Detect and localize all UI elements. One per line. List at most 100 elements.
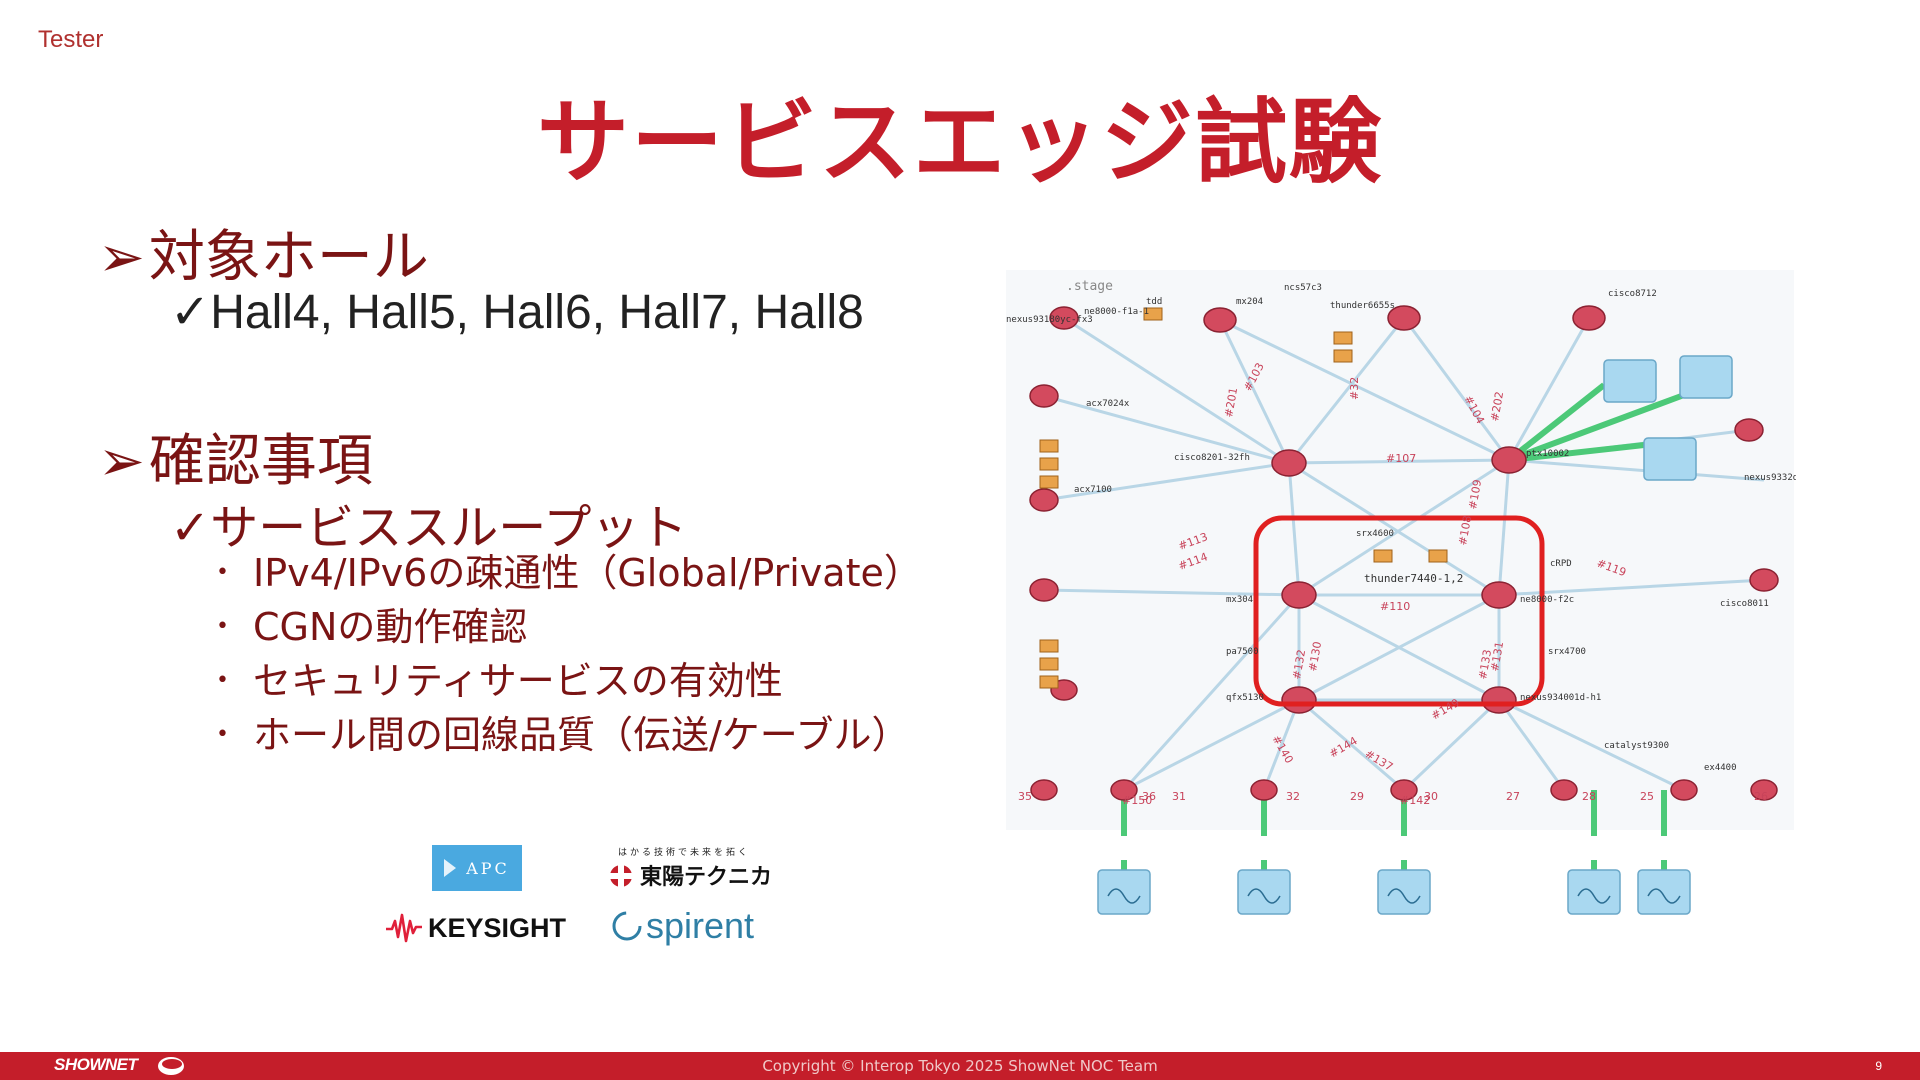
svg-text:#110: #110 <box>1380 600 1410 613</box>
highlight-box <box>1253 515 1545 707</box>
spirent-logo-text: spirent <box>646 905 755 946</box>
svg-text:30: 30 <box>1424 790 1438 803</box>
diagram-testers <box>1603 355 1733 481</box>
list-item: •セキュリティサービスの有効性 <box>216 654 922 708</box>
svg-text:29: 29 <box>1350 790 1364 803</box>
section-tag: Tester <box>38 26 104 53</box>
page-title: サービスエッジ試験 <box>536 89 1383 196</box>
copyright-text: Copyright © Interop Tokyo 2025 ShowNet N… <box>762 1057 1158 1075</box>
keysight-logo: KEYSIGHT <box>386 910 566 946</box>
svg-text:#108: #108 <box>1456 515 1474 547</box>
svg-text:thunder6655s: thunder6655s <box>1330 301 1395 311</box>
list-item-text: ホール間の回線品質（伝送/ケーブル） <box>252 713 910 757</box>
svg-text:26: 26 <box>1754 790 1768 803</box>
check-icon: ✓ <box>170 286 211 339</box>
svg-text:pa7500: pa7500 <box>1226 647 1259 657</box>
list-item-text: セキュリティサービスの有効性 <box>252 659 783 703</box>
svg-text:#132: #132 <box>1290 649 1308 681</box>
diagram-node-labels: mx204 ncs57c3 cisco8712 thunder6655s tdd… <box>1006 279 1796 773</box>
svg-text:srx4600: srx4600 <box>1356 529 1394 539</box>
diagram-appliances <box>1039 307 1448 689</box>
shownet-mark-icon <box>158 1057 184 1075</box>
svg-text:ptx10002: ptx10002 <box>1526 449 1569 459</box>
tester-device-icon <box>1637 869 1691 915</box>
svg-text:32: 32 <box>1286 790 1300 803</box>
svg-text:nexus93180yc-fx3: nexus93180yc-fx3 <box>1006 315 1093 325</box>
check-icon: ✓ <box>170 500 211 556</box>
tester-device-icon <box>1237 869 1291 915</box>
bullet-icon: • <box>216 560 229 585</box>
apc-logo: APC <box>432 845 522 891</box>
svg-text:31: 31 <box>1172 790 1186 803</box>
svg-text:ne8000-f1a-1: ne8000-f1a-1 <box>1084 307 1149 317</box>
svg-text:28: 28 <box>1582 790 1596 803</box>
bullet-icon: • <box>216 722 229 747</box>
diagram-highlight-links <box>1121 382 1686 836</box>
toyo-logo-text: 東陽テクニカ <box>640 865 773 890</box>
svg-text:#142: #142 <box>1400 794 1430 807</box>
heading-text: 確認事項 <box>148 429 373 494</box>
arrow-bullet-icon: ➢ <box>98 225 145 290</box>
toyo-mark-icon <box>606 865 636 887</box>
list-item-text: IPv4/IPv6の疎通性（Global/Private） <box>252 551 922 595</box>
arrow-bullet-icon: ➢ <box>98 429 145 494</box>
check-item-throughput: ✓サービススループット <box>170 488 687 558</box>
svg-text:#202: #202 <box>1488 391 1506 423</box>
hall-list: ✓Hall4, Hall5, Hall6, Hall7, Hall8 <box>170 284 864 340</box>
toyo-tagline: はかる技術で未来を拓く <box>618 848 751 858</box>
svg-text:#130: #130 <box>1306 641 1324 673</box>
svg-text:#107: #107 <box>1386 452 1416 465</box>
page-number: 9 <box>1875 1059 1882 1073</box>
list-item: • IPv4/IPv6の疎通性（Global/Private） <box>216 546 922 600</box>
svg-text:#109: #109 <box>1466 479 1484 511</box>
svg-text:27: 27 <box>1506 790 1520 803</box>
svg-text:acx7024x: acx7024x <box>1086 399 1130 409</box>
svg-text:ncs57c3: ncs57c3 <box>1284 283 1322 293</box>
shownet-logo-text: SHOWNET <box>54 1055 138 1074</box>
check-item-text: サービススループット <box>210 500 688 556</box>
svg-text:srx4700: srx4700 <box>1548 647 1586 657</box>
svg-text:cRPD: cRPD <box>1550 559 1572 569</box>
tester-devices <box>1097 860 1691 915</box>
heading-target-halls: ➢対象ホール <box>98 212 429 293</box>
list-item: • CGNの動作確認 <box>216 600 922 654</box>
heading-text: 対象ホール <box>148 225 429 290</box>
diagram-routers <box>1029 305 1779 801</box>
svg-text:35: 35 <box>1018 790 1032 803</box>
tester-device-icon <box>1377 869 1431 915</box>
svg-text:nexus9332d: nexus9332d <box>1744 473 1796 483</box>
diagram-port-labels: 35 36 31 32 29 30 27 28 25 26 <box>1018 790 1768 803</box>
svg-text:#201: #201 <box>1222 387 1240 419</box>
svg-text:qfx5130: qfx5130 <box>1226 693 1264 703</box>
heading-check-items: ➢確認事項 <box>98 416 373 497</box>
list-item-text: CGNの動作確認 <box>252 605 528 649</box>
svg-text:tdd: tdd <box>1146 297 1162 307</box>
svg-text:catalyst9300: catalyst9300 <box>1604 741 1669 751</box>
svg-text:acx7100: acx7100 <box>1074 485 1112 495</box>
footer-bar: SHOWNET Copyright © Interop Tokyo 2025 S… <box>0 1052 1920 1080</box>
svg-text:cisco8011: cisco8011 <box>1720 599 1769 609</box>
list-item: • ホール間の回線品質（伝送/ケーブル） <box>216 708 922 762</box>
svg-text:#32: #32 <box>1348 377 1361 400</box>
svg-text:mx304: mx304 <box>1226 595 1253 605</box>
spirent-logo: spirent <box>610 904 754 948</box>
svg-text:mx204: mx204 <box>1236 297 1263 307</box>
network-topology-diagram: mx204 ncs57c3 cisco8712 thunder6655s tdd… <box>1004 270 1796 836</box>
svg-text:.stage: .stage <box>1066 279 1113 294</box>
apc-logo-mark-icon <box>444 859 457 877</box>
svg-text:#133: #133 <box>1476 649 1494 681</box>
svg-text:cisco8712: cisco8712 <box>1608 289 1657 299</box>
svg-text:#131: #131 <box>1488 641 1506 673</box>
check-detail-list: • IPv4/IPv6の疎通性（Global/Private） • CGNの動作確認… <box>216 546 922 762</box>
svg-text:#150: #150 <box>1122 794 1152 807</box>
apc-logo-text: APC <box>466 858 510 878</box>
keysight-wave-icon <box>386 913 422 943</box>
svg-text:25: 25 <box>1640 790 1654 803</box>
tester-device-icon <box>1097 869 1151 915</box>
bullet-icon: • <box>216 614 229 639</box>
spirent-mark-icon <box>612 911 642 941</box>
svg-text:ne8000-f2c: ne8000-f2c <box>1520 595 1574 605</box>
svg-text:ex4400: ex4400 <box>1704 763 1737 773</box>
svg-text:nexus934001d-h1: nexus934001d-h1 <box>1520 693 1601 703</box>
svg-text:cisco8201-32fh: cisco8201-32fh <box>1174 453 1250 463</box>
